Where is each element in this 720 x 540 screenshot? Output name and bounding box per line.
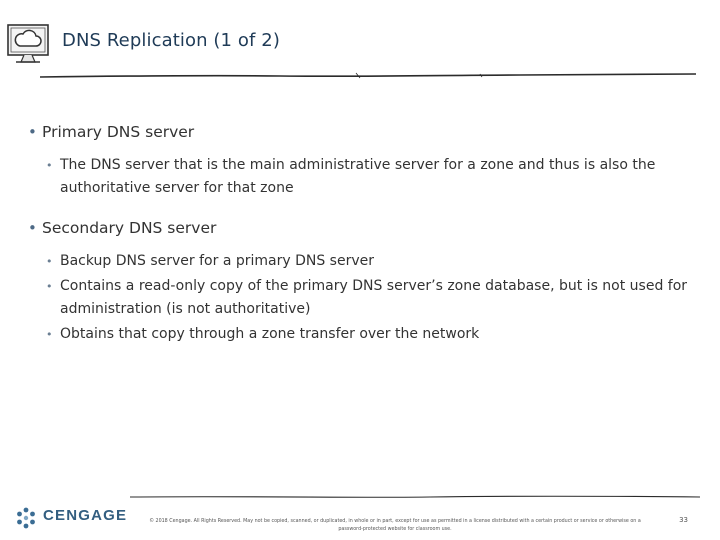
sub-bullet-text: Contains a read-only copy of the primary… — [60, 278, 688, 317]
copyright-notice: © 2018 Cengage. All Rights Reserved. May… — [149, 519, 641, 532]
sub-bullet-dot: • — [46, 255, 53, 268]
title-underline — [40, 72, 696, 79]
slide-content: • Primary DNS server • The DNS server th… — [28, 118, 698, 360]
slide-title: DNS Replication (1 of 2) — [62, 30, 280, 51]
bullet-primary-dns-server: • Primary DNS server — [28, 118, 698, 146]
sub-bullet-list: • The DNS server that is the main admini… — [28, 154, 698, 200]
sub-bullet-item: • Obtains that copy through a zone trans… — [28, 323, 698, 346]
sub-bullet-dot: • — [46, 159, 53, 172]
bullet-dot: • — [28, 123, 37, 141]
sub-bullet-item: • Contains a read-only copy of the prima… — [28, 275, 698, 321]
sub-bullet-text: Backup DNS server for a primary DNS serv… — [60, 253, 375, 269]
footer-rule — [130, 495, 700, 498]
bullet-text: Secondary DNS server — [42, 219, 217, 237]
logo-text: CENGAGE — [43, 507, 128, 524]
cengage-logo-icon — [17, 507, 35, 529]
sub-bullet-text: The DNS server that is the main administ… — [60, 157, 656, 196]
page-number: 33 — [679, 516, 688, 524]
sub-bullet-dot: • — [46, 328, 53, 341]
bullet-text: Primary DNS server — [42, 123, 195, 141]
sub-bullet-text: Obtains that copy through a zone transfe… — [60, 326, 480, 342]
sub-bullet-list: • Backup DNS server for a primary DNS se… — [28, 250, 698, 346]
sub-bullet-item: • Backup DNS server for a primary DNS se… — [28, 250, 698, 273]
sub-bullet-dot: • — [46, 280, 53, 293]
bullet-secondary-dns-server: • Secondary DNS server — [28, 214, 698, 242]
cengage-logo: CENGAGE — [14, 502, 126, 532]
monitor-cloud-icon — [7, 24, 49, 63]
sub-bullet-item: • The DNS server that is the main admini… — [28, 154, 698, 200]
bullet-dot: • — [28, 219, 37, 237]
